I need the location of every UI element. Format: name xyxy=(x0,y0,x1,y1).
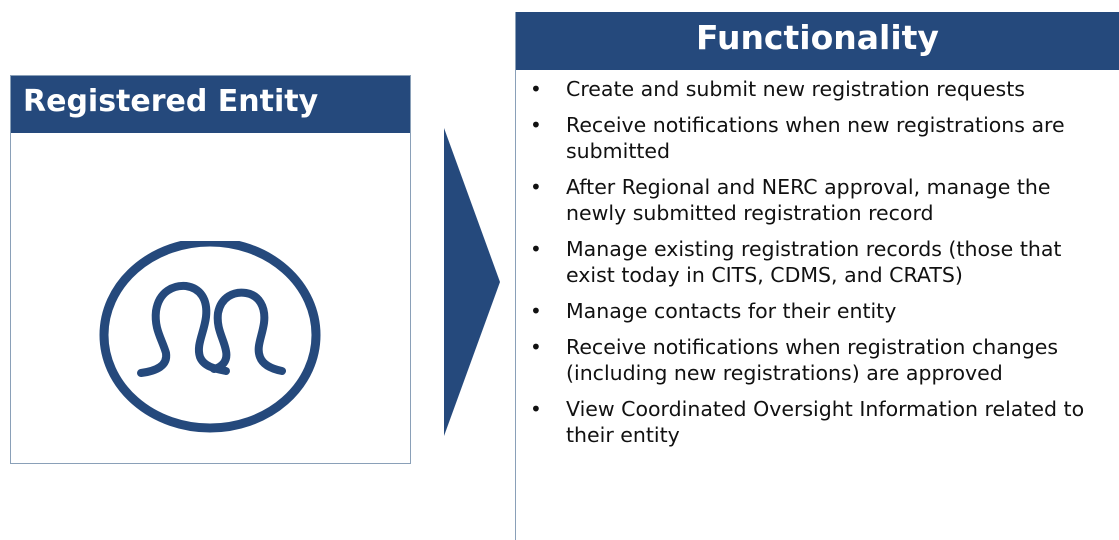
functionality-item-text: Receive notifications when new registrat… xyxy=(566,113,1065,163)
bullet-icon: • xyxy=(530,175,542,199)
functionality-item-text: Manage existing registration records (th… xyxy=(566,237,1062,287)
functionality-panel: Functionality • Create and submit new re… xyxy=(515,12,1119,540)
right-chevron-arrow-icon xyxy=(444,128,500,436)
bullet-icon: • xyxy=(530,113,542,137)
registered-entity-title: Registered Entity xyxy=(11,76,410,133)
bullet-icon: • xyxy=(530,335,542,359)
functionality-item-text: View Coordinated Oversight Information r… xyxy=(566,397,1085,447)
functionality-item-text: Receive notifications when registration … xyxy=(566,335,1059,385)
functionality-item: • Manage contacts for their entity xyxy=(516,298,1119,324)
people-group-icon xyxy=(99,241,321,433)
bullet-icon: • xyxy=(530,299,542,323)
functionality-item: • Receive notifications when registratio… xyxy=(516,334,1119,386)
bullet-icon: • xyxy=(530,397,542,421)
bullet-icon: • xyxy=(530,77,542,101)
functionality-item-text: Create and submit new registration reque… xyxy=(566,77,1025,101)
functionality-item-text: Manage contacts for their entity xyxy=(566,299,897,323)
functionality-item-text: After Regional and NERC approval, manage… xyxy=(566,175,1051,225)
functionality-item: • Create and submit new registration req… xyxy=(516,76,1119,102)
functionality-item: • After Regional and NERC approval, mana… xyxy=(516,174,1119,226)
registered-entity-box: Registered Entity xyxy=(10,75,411,464)
functionality-item: • Receive notifications when new registr… xyxy=(516,112,1119,164)
functionality-item: • View Coordinated Oversight Information… xyxy=(516,396,1119,448)
functionality-title: Functionality xyxy=(516,12,1119,70)
functionality-list: • Create and submit new registration req… xyxy=(516,70,1119,448)
bullet-icon: • xyxy=(530,237,542,261)
functionality-item: • Manage existing registration records (… xyxy=(516,236,1119,288)
